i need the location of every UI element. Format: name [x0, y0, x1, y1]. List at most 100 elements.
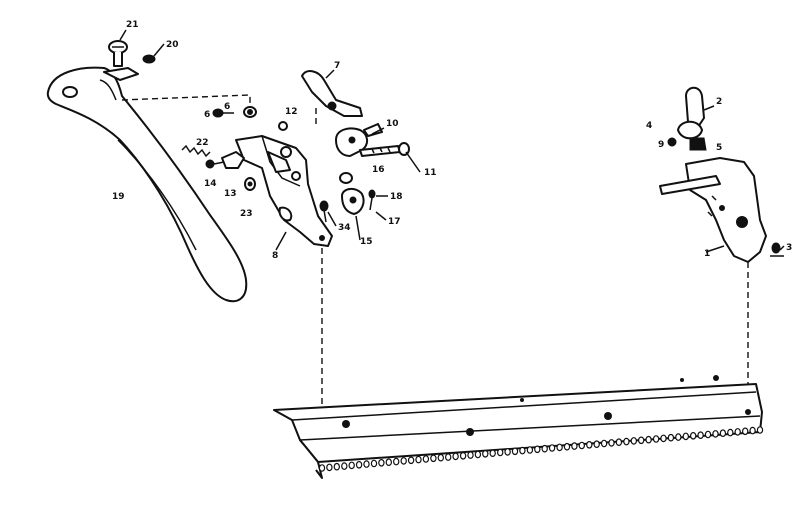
callout-15: 15 [360, 237, 373, 247]
callout-21: 21 [126, 20, 139, 30]
perforation-hole [378, 458, 385, 467]
perforation-hole [511, 447, 519, 456]
spring-part-5 [689, 137, 707, 151]
perforation-hole [704, 430, 712, 439]
perforation-hole [645, 435, 652, 444]
perforation-hole [504, 448, 511, 456]
callout-14: 14 [204, 179, 217, 189]
perforation-hole [400, 457, 407, 465]
perforation-hole [333, 462, 340, 471]
perforation-hole [675, 433, 682, 441]
leader-line [119, 29, 785, 253]
perforation-hole [586, 440, 593, 449]
perforation-hole [326, 463, 333, 472]
screw-part-34 [319, 200, 329, 223]
screw-part-21 [108, 40, 128, 67]
perforation-hole [667, 433, 675, 442]
perforation-hole [363, 460, 370, 468]
callout-9: 9 [658, 140, 664, 150]
perforation-hole [341, 462, 348, 470]
perforation-hole [474, 450, 482, 459]
perforation-hole [638, 436, 645, 445]
washer-part-9 [667, 137, 677, 147]
perforation-hole [445, 453, 452, 461]
perforation-hole [482, 449, 489, 458]
perforation-hole [652, 435, 660, 443]
callout-10: 10 [386, 119, 399, 129]
clip-part [103, 67, 139, 81]
perforation-hole [690, 431, 697, 440]
handle-part-19 [46, 66, 248, 303]
perforation-hole [534, 445, 541, 454]
perforation-hole [452, 452, 459, 461]
perforation-hole [660, 434, 667, 443]
perforation-hole [734, 428, 741, 436]
callout-2: 2 [716, 97, 722, 107]
perforation-hole [393, 457, 400, 466]
perforation-row [318, 426, 764, 472]
ring-part-12 [278, 121, 288, 131]
perforation-hole [593, 440, 600, 449]
cam-part-10 [335, 123, 383, 157]
perforation-hole [742, 427, 749, 436]
callout-19: 19 [112, 192, 125, 202]
nut-part-14 [205, 159, 225, 169]
perforation-hole [615, 438, 623, 447]
washer-part-16 [339, 172, 353, 184]
perforation-hole [541, 444, 548, 453]
perforation-hole [608, 439, 615, 447]
link-part-15 [341, 188, 365, 215]
perforation-hole [430, 454, 437, 463]
perforation-hole [355, 460, 363, 469]
perforation-hole [370, 459, 378, 468]
callout-34: 34 [338, 223, 351, 233]
perforation-hole [519, 446, 526, 455]
perforation-hole [467, 451, 474, 459]
perforation-hole [385, 458, 392, 467]
perforation-hole [489, 449, 496, 458]
perforation-hole [727, 428, 734, 437]
callout-12: 12 [285, 107, 298, 117]
callout-7: 7 [334, 61, 340, 71]
perforation-hole [571, 442, 578, 450]
callout-1: 1 [704, 249, 710, 259]
perforation-hole [563, 442, 571, 451]
perforation-hole [756, 426, 764, 434]
perforation-hole [712, 430, 719, 438]
base-plate [273, 375, 764, 479]
perforation-hole [682, 432, 690, 441]
callout-3: 3 [786, 243, 792, 253]
callout-8: 8 [272, 251, 278, 261]
callout-17: 17 [388, 217, 401, 227]
callout-11: 11 [424, 168, 437, 178]
plate-part-1 [659, 157, 767, 263]
plate-part-13 [221, 151, 245, 169]
perforation-hole [497, 448, 504, 457]
perforation-hole [719, 429, 727, 438]
spring-part-22 [181, 144, 211, 158]
perforation-hole [459, 451, 467, 460]
callout-6b: 6 [204, 110, 210, 120]
screw-part-3 [770, 242, 784, 257]
rocker-part-7 [301, 70, 363, 117]
perforation-hole [630, 437, 638, 445]
screw-part-18 [368, 189, 376, 211]
perforation-hole [437, 453, 444, 462]
screw-part-23 [244, 177, 256, 191]
bracket-part-8 [235, 135, 333, 247]
callout-5: 5 [716, 143, 722, 153]
callout-23: 23 [240, 209, 253, 219]
screw-part-6 [212, 108, 234, 118]
perforation-hole [623, 437, 630, 446]
perforation-hole [697, 431, 704, 440]
washer-part-20 [142, 54, 156, 64]
perforation-hole [407, 456, 415, 465]
perforation-hole [600, 439, 608, 448]
perforation-hole [348, 461, 355, 470]
callout-20: 20 [166, 40, 179, 50]
perforation-hole [749, 426, 756, 435]
perforation-hole [415, 455, 422, 464]
perforation-hole [422, 455, 430, 463]
perforation-hole [318, 464, 326, 472]
